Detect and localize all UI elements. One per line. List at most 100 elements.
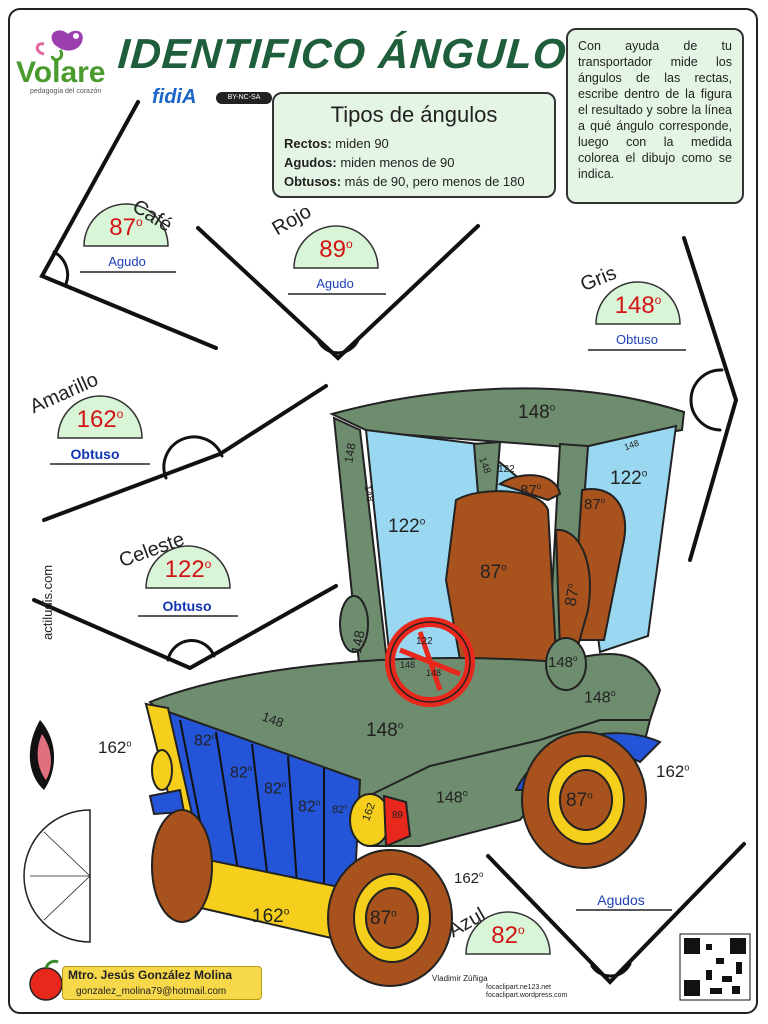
- protractor-icon: [23, 809, 91, 943]
- car-label-pillar-4: 122: [498, 464, 515, 475]
- protractor-rojo: [293, 225, 379, 269]
- car-label-hood-value: 148: [366, 720, 398, 741]
- illustrator-sites: focaclipart.ne123.net focaclipart.wordpr…: [486, 984, 567, 1000]
- car-label-steering-1: 148: [400, 660, 416, 670]
- car-label-frame-left-value: 162: [98, 738, 127, 757]
- car-label-seat-side: 87o: [562, 583, 584, 608]
- types-rectos: Rectos: miden 90: [284, 136, 389, 151]
- angle-value-cafe-number: 87: [109, 214, 136, 241]
- answer-azul: Agudos: [597, 892, 645, 908]
- car-label-mirror: 148o: [548, 654, 577, 671]
- angle-value-celeste: 122o: [148, 556, 228, 584]
- volare-logo: Volare: [16, 56, 106, 89]
- angle-lines-gris: [682, 236, 739, 562]
- types-obtusos-label: Obtusos:: [284, 174, 342, 189]
- angle-value-rojo: 89o: [296, 236, 376, 264]
- car-label-hood-lower-value: 148: [436, 789, 463, 807]
- protractor-celeste: [145, 545, 231, 589]
- types-agudos: Agudos: miden menos de 90: [284, 155, 455, 170]
- car-headlight-red: [382, 794, 412, 848]
- degree-sign: o: [518, 923, 525, 937]
- car-label-front-wheel-value: 87: [370, 908, 392, 929]
- types-agudos-text: miden menos de 90: [336, 155, 455, 170]
- angle-value-azul: 82o: [468, 922, 548, 950]
- degree-sign: o: [573, 654, 578, 663]
- degree-sign: o: [479, 870, 484, 879]
- apple-icon: [29, 959, 63, 1001]
- degree-sign: o: [462, 788, 468, 798]
- angle-value-cafe: 87o: [86, 214, 166, 242]
- angle-value-rojo-number: 89: [319, 236, 346, 263]
- illustrator-credit: Vladimir Zúñiga: [432, 974, 488, 983]
- answer-lines: [50, 271, 686, 911]
- volare-tagline: pedagogía del corazón: [30, 88, 102, 95]
- car-label-bumper: 162o: [252, 906, 289, 928]
- car-label-seat-back-value: 87: [584, 496, 601, 513]
- car-label-grille-4: 82o: [298, 798, 320, 816]
- types-obtusos: Obtusos: más de 90, pero menos de 180: [284, 174, 525, 189]
- angle-value-gris-number: 148: [614, 292, 655, 319]
- car-label-grille-5: 82o: [332, 804, 348, 816]
- degree-sign: o: [126, 738, 132, 749]
- car-label-windshield-right-value: 122: [610, 468, 642, 489]
- car-label-hood: 148o: [366, 720, 403, 742]
- degree-sign: o: [247, 764, 253, 773]
- types-rectos-label: Rectos:: [284, 136, 332, 151]
- protractor-gris: [595, 281, 681, 325]
- degree-sign: o: [346, 237, 353, 251]
- author-name: Mtro. Jesús González Molina: [68, 968, 233, 982]
- angle-lines: [32, 100, 746, 985]
- car-drawing: [144, 387, 686, 987]
- angle-lines-celeste: [32, 584, 338, 671]
- degree-sign: o: [315, 798, 321, 807]
- degree-sign: o: [136, 215, 143, 229]
- car-label-seat: 87o: [480, 562, 507, 584]
- car-label-steering-2: 148: [426, 668, 442, 678]
- degree-sign: o: [600, 496, 606, 505]
- degree-sign: o: [281, 780, 287, 789]
- volare-bird-icon: [35, 30, 83, 62]
- degree-sign: o: [684, 762, 690, 773]
- car-label-rear-wheel-rim-value: 162: [656, 762, 685, 781]
- degree-sign: o: [501, 562, 507, 574]
- illustrator-site-2: focaclipart.wordpress.com: [486, 992, 568, 999]
- car-label-roof-value: 148: [518, 402, 550, 423]
- car-label-front-wheel-rim: 162o: [454, 870, 483, 887]
- author-email: gonzalez_molina79@hotmail.com: [76, 986, 227, 997]
- car-label-rear-wheel-value: 87: [566, 790, 588, 811]
- car-label-windshield-left-value: 122: [388, 516, 420, 537]
- fidia-logo: fidiA: [152, 86, 197, 108]
- degree-sign: o: [204, 557, 212, 571]
- degree-sign: o: [587, 790, 593, 802]
- answer-cafe: Agudo: [108, 254, 146, 269]
- degree-sign: o: [419, 516, 426, 528]
- instructions-box: Con ayuda de tu transportador mide los á…: [566, 28, 744, 204]
- car-label-grille-4-value: 82: [298, 798, 316, 816]
- angle-value-amarillo-number: 162: [76, 406, 117, 433]
- car-label-seat-top: 87o: [520, 482, 541, 499]
- degree-sign: o: [610, 688, 616, 698]
- angle-value-azul-number: 82: [491, 922, 518, 949]
- car-label-rear-wheel-rim: 162o: [656, 762, 689, 782]
- car-label-windshield-left: 122o: [388, 516, 425, 538]
- angle-lines-rojo: [196, 224, 480, 361]
- car-label-steering: 122: [416, 636, 433, 647]
- eye-icon: [29, 720, 55, 790]
- car-label-windshield-right: 122o: [610, 468, 647, 490]
- car-label-frame-left: 162o: [98, 738, 131, 758]
- car-label-grille-1: 82o: [194, 732, 216, 750]
- degree-sign: o: [536, 482, 542, 491]
- car-label-grille-3: 82o: [264, 780, 286, 798]
- angle-lines-azul: [486, 842, 746, 985]
- car-label-fender-value: 148: [584, 689, 611, 707]
- car-label-headlight-red: 89: [392, 810, 404, 821]
- degree-sign: o: [654, 293, 662, 307]
- car-roof: [329, 387, 686, 450]
- car-label-grille-3-value: 82: [264, 780, 282, 798]
- answer-gris: Obtuso: [616, 332, 658, 347]
- answer-celeste: Obtuso: [162, 598, 212, 614]
- types-rectos-text: miden 90: [331, 136, 389, 151]
- car-label-grille-1-value: 82: [194, 732, 212, 750]
